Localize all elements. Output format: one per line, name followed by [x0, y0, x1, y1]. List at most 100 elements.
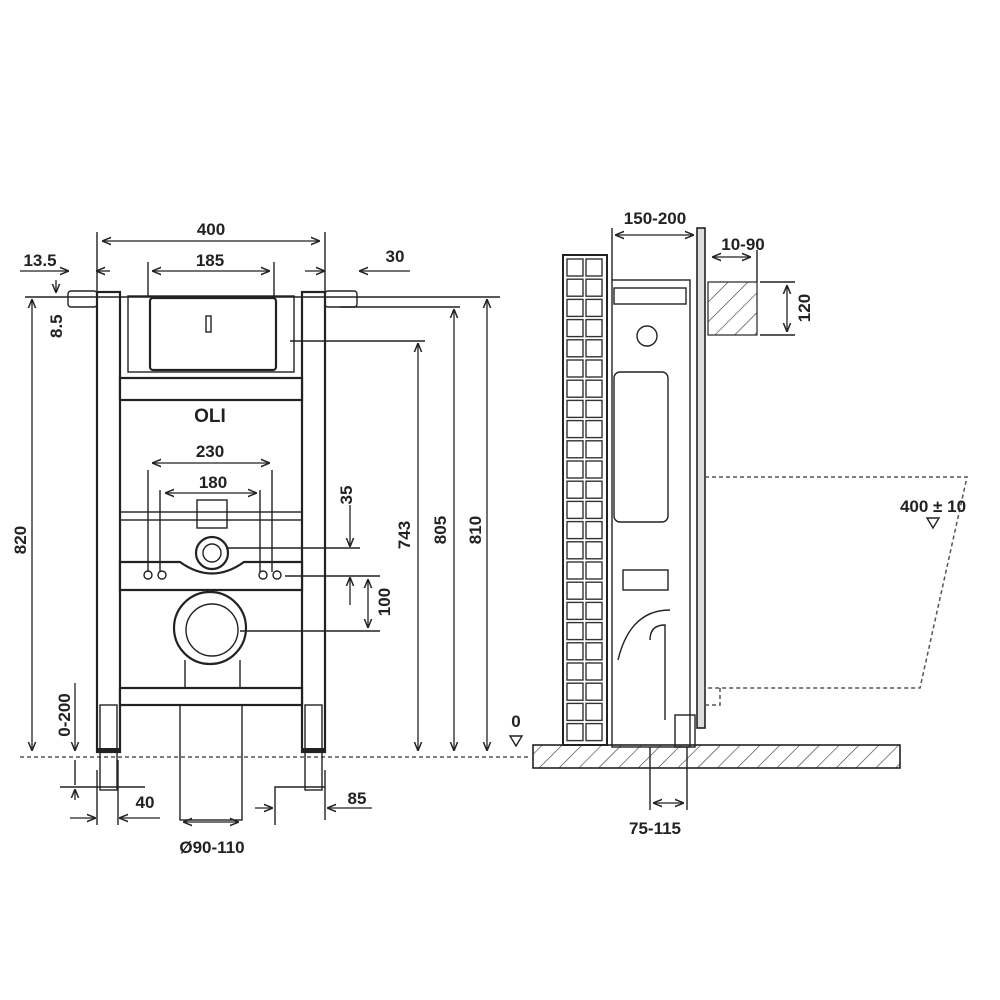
dim-label-85: 85 [348, 789, 367, 808]
brick [585, 460, 603, 479]
dim-label-0-200: 0-200 [55, 693, 74, 736]
brick [585, 702, 603, 722]
dim-label-120: 120 [795, 294, 814, 322]
dim-label-pipe-diameter: Ø90-110 [179, 838, 244, 857]
crossbar-outlet [118, 560, 304, 592]
brick [566, 278, 584, 297]
brick [585, 682, 603, 701]
brick [566, 419, 584, 439]
dim-label-30: 30 [386, 247, 405, 266]
waste-bend-side [617, 609, 671, 720]
brick [585, 440, 603, 459]
right-leg [304, 704, 323, 791]
brick [585, 318, 603, 338]
brick [585, 500, 603, 520]
brick [585, 561, 603, 580]
dim-label-100: 100 [375, 588, 394, 616]
brick [585, 339, 603, 358]
dim-label-820: 820 [11, 526, 30, 554]
cistern-body [613, 371, 669, 523]
side-view: 150-200 10-90 120 400 ± 10 0 75-115 [508, 209, 968, 838]
brick [585, 541, 603, 560]
dim-label-180: 180 [199, 473, 227, 492]
dim-label-75-115: 75-115 [629, 819, 681, 838]
supply-valve [196, 499, 228, 529]
brick [585, 662, 603, 681]
flush-mechanism [636, 325, 658, 347]
dim-label-810: 810 [466, 516, 485, 544]
brick [585, 278, 603, 297]
brick [585, 359, 603, 378]
dim-label-805: 805 [431, 516, 450, 544]
waste-bend [172, 590, 248, 666]
brick [585, 601, 603, 621]
left-leg [99, 704, 118, 791]
dim-label-10-90: 10-90 [721, 235, 764, 254]
dim-label-8-5: 8.5 [47, 314, 66, 338]
brick [585, 298, 603, 318]
flush-button-slot [205, 315, 212, 333]
brick [566, 662, 584, 681]
crossbar-top [118, 376, 304, 402]
brick [585, 480, 603, 499]
brick [566, 258, 584, 277]
left-bracket [67, 290, 98, 308]
fixing-holes [143, 570, 282, 580]
brick-wall [562, 254, 608, 746]
brick [566, 561, 584, 580]
brick [585, 258, 603, 277]
brick [585, 399, 603, 419]
dim-label-35: 35 [337, 486, 356, 505]
dim-label-150-200: 150-200 [624, 209, 686, 228]
flush-plate-housing [707, 281, 758, 336]
right-post [300, 290, 327, 754]
brick [585, 621, 603, 641]
dim-label-400: 400 [197, 220, 225, 239]
floor-level-triangle-icon [508, 735, 524, 748]
brick [585, 581, 603, 600]
left-foot [98, 748, 119, 753]
brick [566, 339, 584, 358]
brick [585, 722, 603, 742]
dim-label-743: 743 [395, 521, 414, 549]
brick [566, 621, 584, 641]
dim-label-230: 230 [196, 442, 224, 461]
brick [585, 520, 603, 540]
ext-line [274, 786, 325, 825]
brick [566, 440, 584, 459]
waste-outlet-side [674, 714, 696, 748]
brick [566, 520, 584, 540]
brick [566, 601, 584, 621]
front-view: OLI 400 185 13.5 30 8.5 [11, 220, 530, 857]
bowl-connector [622, 569, 669, 591]
dim-label-floor-level: 0 [511, 712, 520, 731]
dim-label-13-5: 13.5 [23, 251, 56, 270]
dim-label-185: 185 [196, 251, 224, 270]
flush-plate-opening [148, 296, 278, 372]
crossbar-bottom [118, 686, 304, 707]
wall-panel [696, 227, 706, 729]
crossbar-mid [119, 511, 303, 521]
brand-label: OLI [194, 406, 226, 427]
brick [566, 581, 584, 600]
frame-side [611, 279, 691, 748]
cistern-frame [127, 295, 295, 373]
left-post [95, 290, 122, 754]
waste-neck [184, 660, 241, 688]
brick [566, 460, 584, 479]
brick [585, 642, 603, 661]
brick [566, 702, 584, 722]
waste-outlet [185, 603, 239, 657]
brick [566, 541, 584, 560]
brick [566, 480, 584, 499]
brick [566, 379, 584, 398]
dim-label-40: 40 [136, 793, 155, 812]
wall-hung-bowl [705, 476, 968, 706]
brick [566, 399, 584, 419]
level-triangle-icon [925, 517, 941, 530]
brick [585, 379, 603, 398]
supply-outlet [194, 535, 230, 571]
right-foot [303, 748, 324, 753]
brick [566, 298, 584, 318]
